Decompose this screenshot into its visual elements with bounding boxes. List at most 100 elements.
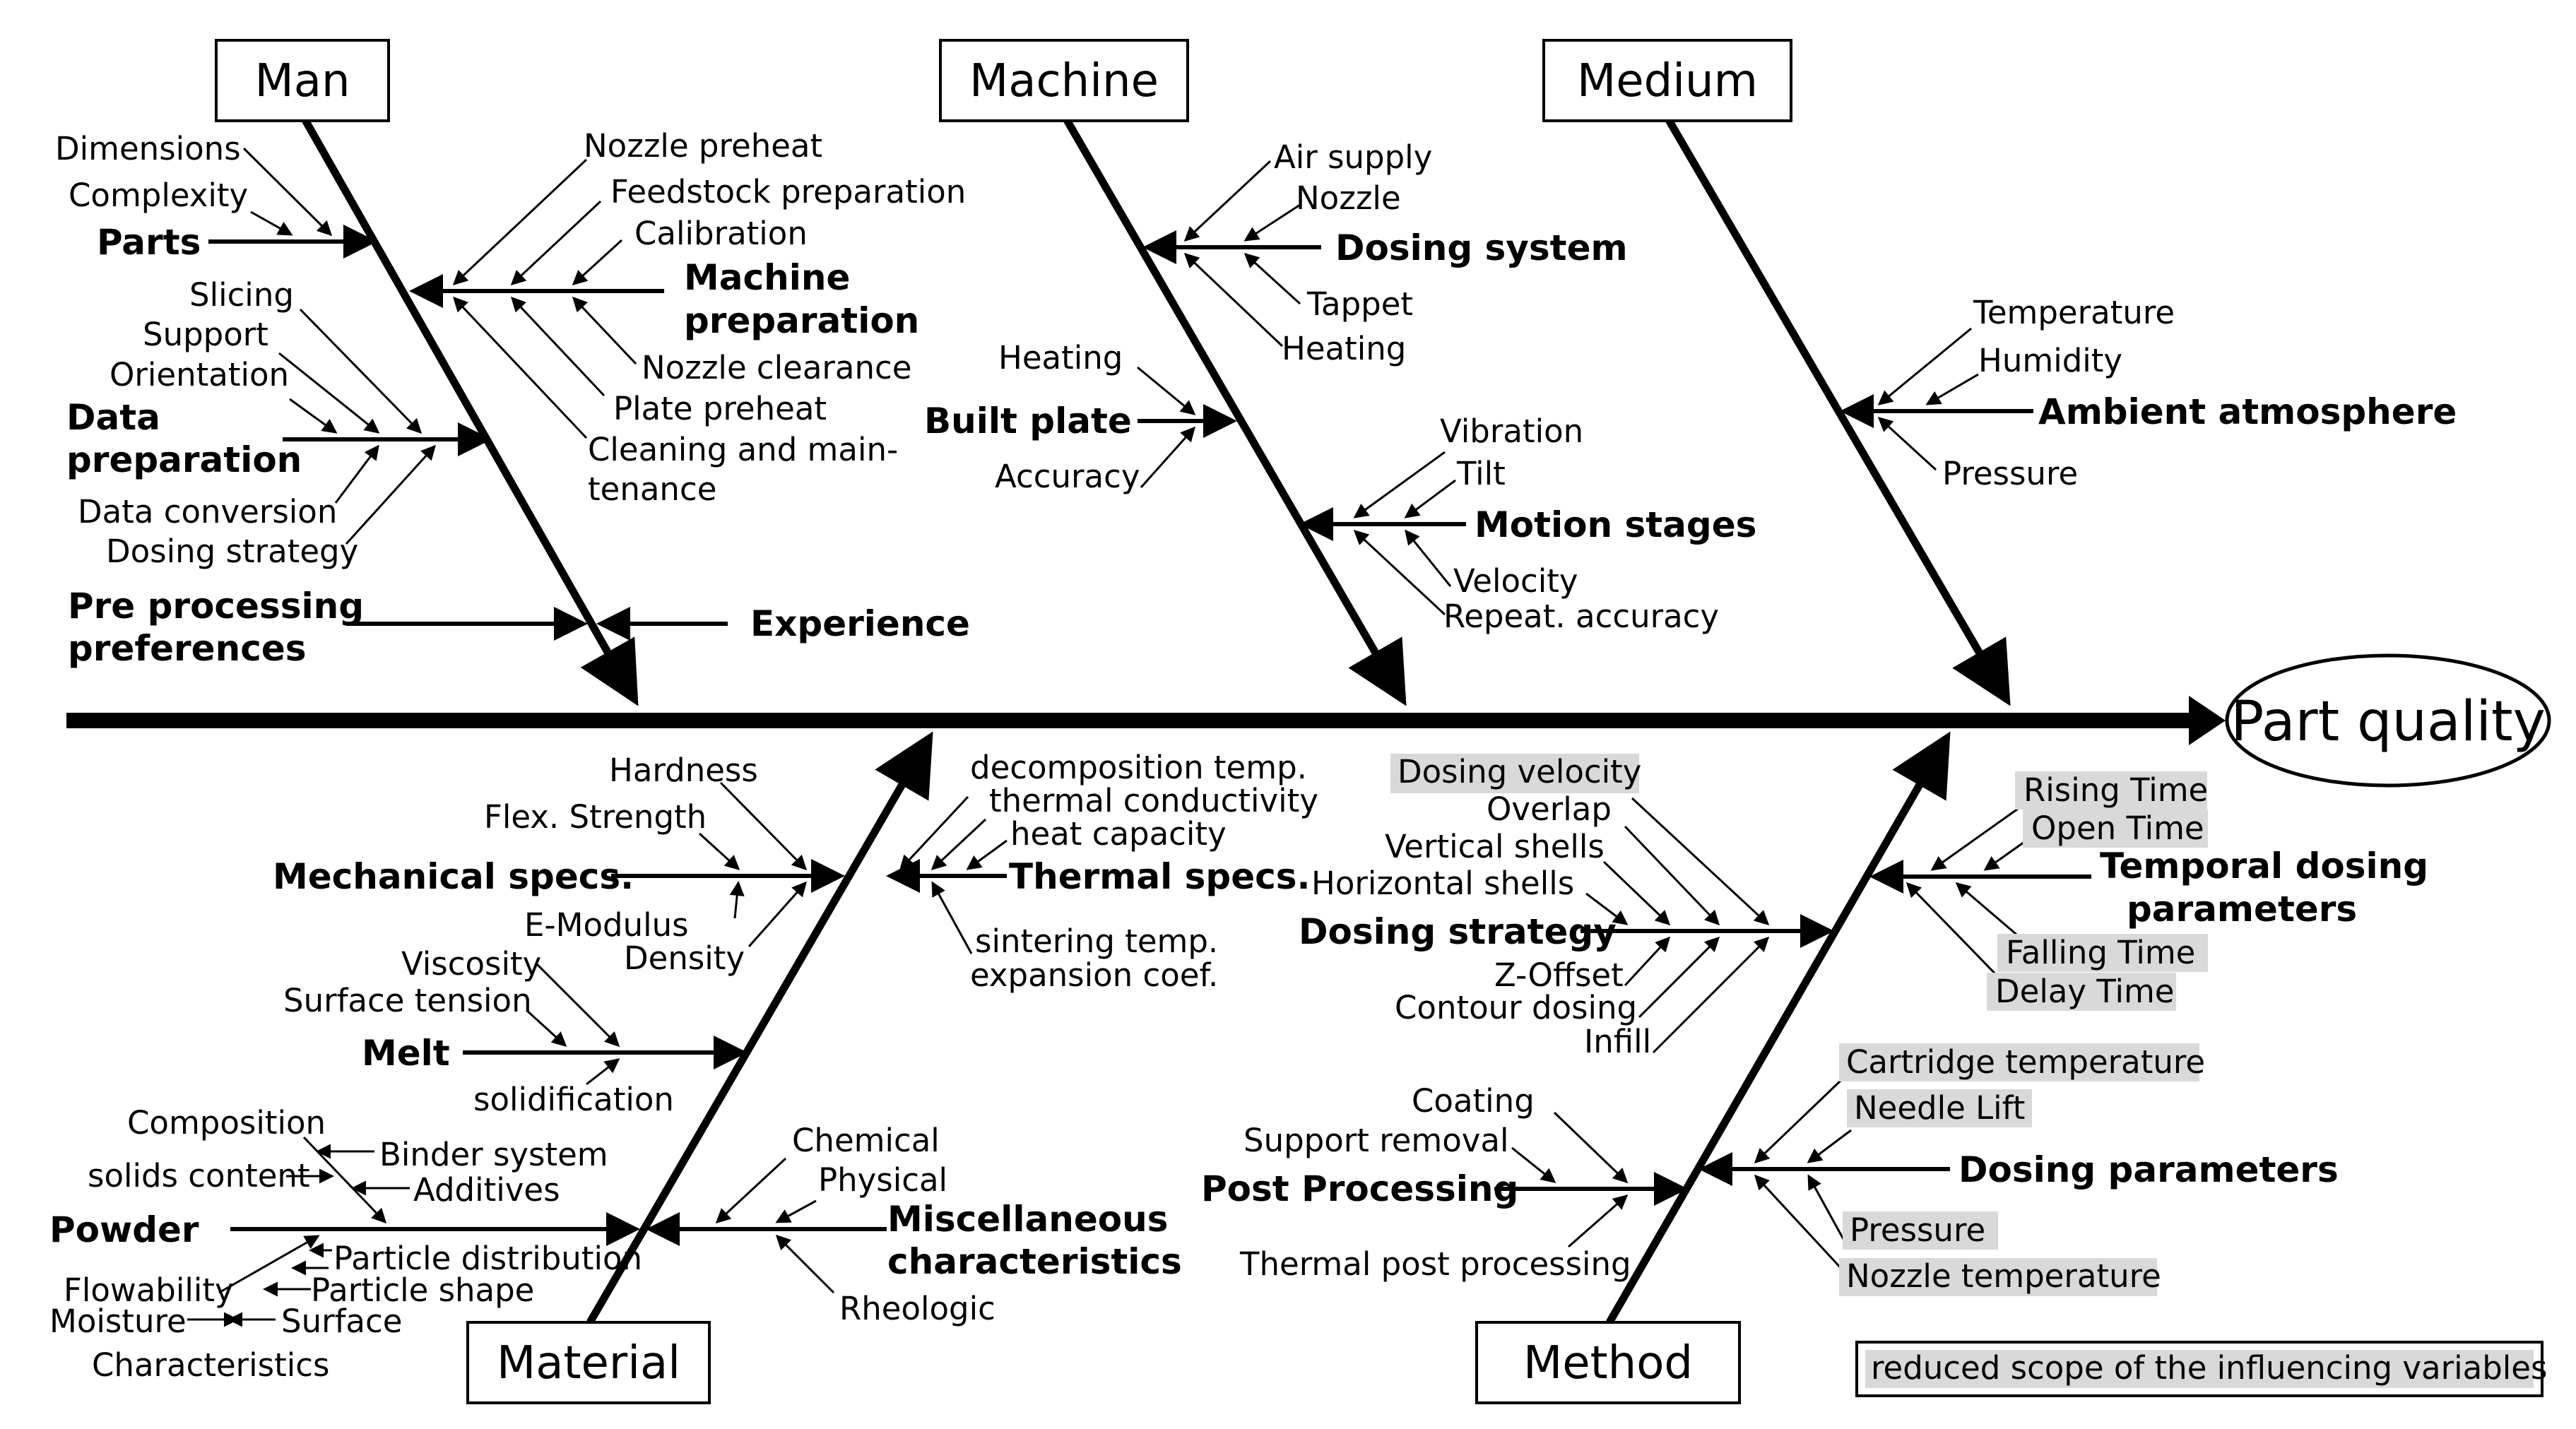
label-dosing-strategy-method: Dosing strategy [1299, 911, 1617, 952]
label-thermal-conductivity: thermal conductivity [989, 782, 1318, 819]
label-nozzle-preheat: Nozzle preheat [584, 127, 822, 165]
label-hardness: Hardness [609, 752, 758, 789]
label-decomposition-temp: decomposition temp. [970, 749, 1307, 786]
label-cartridge-temperature: Cartridge temperature [1846, 1043, 2205, 1081]
label-nozzle-temperature: Nozzle temperature [1846, 1257, 2161, 1295]
label-e-modulus: E-Modulus [524, 906, 689, 944]
material-causes: Hardness Flex. Strength Mechanical specs… [49, 749, 1318, 1384]
highlight-boxes [1390, 754, 2208, 1296]
label-nozzle-clearance: Nozzle clearance [642, 349, 911, 386]
label-rising-time: Rising Time [2023, 771, 2208, 809]
label-built-plate: Built plate [924, 401, 1132, 441]
label-tappet: Tappet [1306, 285, 1413, 323]
effect-label: Part quality [2231, 690, 2546, 754]
label-heating-plate: Heating [998, 339, 1123, 376]
label-additives: Additives [413, 1171, 560, 1209]
label-flex-strength: Flex. Strength [484, 798, 707, 836]
category-medium-label: Medium [1577, 55, 1758, 107]
label-post-processing: Post Processing [1201, 1168, 1518, 1209]
label-melt: Melt [362, 1033, 450, 1074]
label-vertical-shells: Vertical shells [1385, 828, 1605, 865]
label-pressure-method: Pressure [1850, 1211, 1985, 1249]
label-velocity: Velocity [1453, 562, 1578, 600]
label-cleaning-1: Cleaning and main- [588, 431, 898, 468]
category-man: Man [215, 39, 390, 122]
label-chemical: Chemical [792, 1122, 940, 1159]
label-thermal-post: Thermal post processing [1239, 1245, 1631, 1283]
label-support-removal: Support removal [1243, 1122, 1508, 1159]
label-machine-preparation-1: Machine [684, 257, 850, 298]
label-needle-lift: Needle Lift [1854, 1089, 2025, 1127]
label-motion-stages: Motion stages [1475, 504, 1756, 545]
label-moisture: Moisture [49, 1303, 187, 1340]
label-thermal-specs: Thermal specs. [1009, 856, 1311, 897]
label-powder: Powder [49, 1209, 199, 1250]
label-viscosity: Viscosity [401, 945, 541, 983]
label-binder-system: Binder system [379, 1136, 608, 1173]
label-flowability: Flowability [64, 1271, 234, 1309]
category-method: Method [1475, 1321, 1741, 1404]
label-tilt: Tilt [1456, 455, 1506, 492]
label-data-conversion: Data conversion [78, 493, 337, 530]
label-characteristics: Characteristics [92, 1346, 329, 1384]
label-particle-distribution: Particle distribution [333, 1240, 642, 1277]
label-dosing-system: Dosing system [1335, 227, 1628, 268]
label-z-offset: Z-Offset [1494, 956, 1624, 994]
label-physical: Physical [818, 1161, 947, 1199]
label-ambient-atmosphere: Ambient atmosphere [2038, 391, 2457, 432]
effect-node: Part quality [2225, 653, 2551, 788]
legend-label: reduced scope of the influencing variabl… [1871, 1349, 2547, 1387]
label-heat-capacity: heat capacity [1010, 815, 1227, 853]
label-sintering-temp: sintering temp. [975, 923, 1218, 960]
label-accuracy: Accuracy [995, 458, 1140, 495]
secondary-cause-arrows [187, 147, 2039, 1327]
medium-causes: Temperature Humidity Ambient atmosphere … [1942, 294, 2457, 492]
category-material-label: Material [497, 1337, 680, 1389]
label-contour-dosing: Contour dosing [1395, 989, 1637, 1026]
label-machine-preparation-2: preparation [684, 300, 919, 341]
label-mechanical-specs: Mechanical specs. [273, 856, 634, 897]
label-dosing-parameters: Dosing parameters [1958, 1149, 2339, 1190]
label-composition: Composition [127, 1104, 326, 1142]
label-misc-2: characteristics [887, 1241, 1182, 1282]
category-man-label: Man [255, 55, 350, 107]
label-orientation: Orientation [110, 356, 289, 393]
label-pre-processing-2: preferences [68, 628, 307, 669]
label-humidity: Humidity [1978, 342, 2122, 379]
label-rheologic: Rheologic [839, 1290, 995, 1327]
label-cleaning-2: tenance [588, 470, 716, 508]
label-feedstock-preparation: Feedstock preparation [610, 173, 966, 211]
category-medium: Medium [1542, 39, 1792, 122]
machine-causes: Air supply Nozzle Dosing system Tappet H… [924, 138, 1756, 635]
label-temporal-2: parameters [2127, 889, 2357, 930]
label-parts: Parts [97, 222, 201, 263]
label-slicing: Slicing [189, 276, 294, 314]
spine [66, 696, 2226, 745]
label-infill: Infill [1584, 1023, 1651, 1060]
label-falling-time: Falling Time [2006, 934, 2195, 971]
label-dimensions: Dimensions [55, 130, 241, 167]
label-data-preparation-1: Data [66, 397, 160, 438]
man-causes: Dimensions Complexity Parts Slicing Supp… [55, 127, 970, 669]
label-temperature: Temperature [1973, 294, 2175, 331]
label-plate-preheat: Plate preheat [613, 390, 827, 427]
label-overlap: Overlap [1487, 790, 1612, 828]
label-calibration: Calibration [634, 215, 808, 252]
label-dosing-strategy-man: Dosing strategy [106, 533, 358, 570]
label-open-time: Open Time [2031, 810, 2204, 847]
label-complexity: Complexity [69, 177, 248, 214]
label-delay-time: Delay Time [1995, 973, 2174, 1010]
label-surface: Surface [281, 1303, 402, 1340]
label-pressure-medium: Pressure [1942, 455, 2078, 492]
label-heating-dosing: Heating [1282, 330, 1406, 367]
label-pre-processing-1: Pre processing [68, 586, 364, 627]
label-coating: Coating [1412, 1082, 1535, 1120]
category-machine: Machine [939, 39, 1189, 122]
label-air-supply: Air supply [1274, 138, 1432, 176]
category-method-label: Method [1523, 1337, 1693, 1389]
label-horizontal-shells: Horizontal shells [1311, 865, 1574, 902]
label-particle-shape: Particle shape [311, 1271, 534, 1309]
category-machine-label: Machine [969, 55, 1159, 107]
